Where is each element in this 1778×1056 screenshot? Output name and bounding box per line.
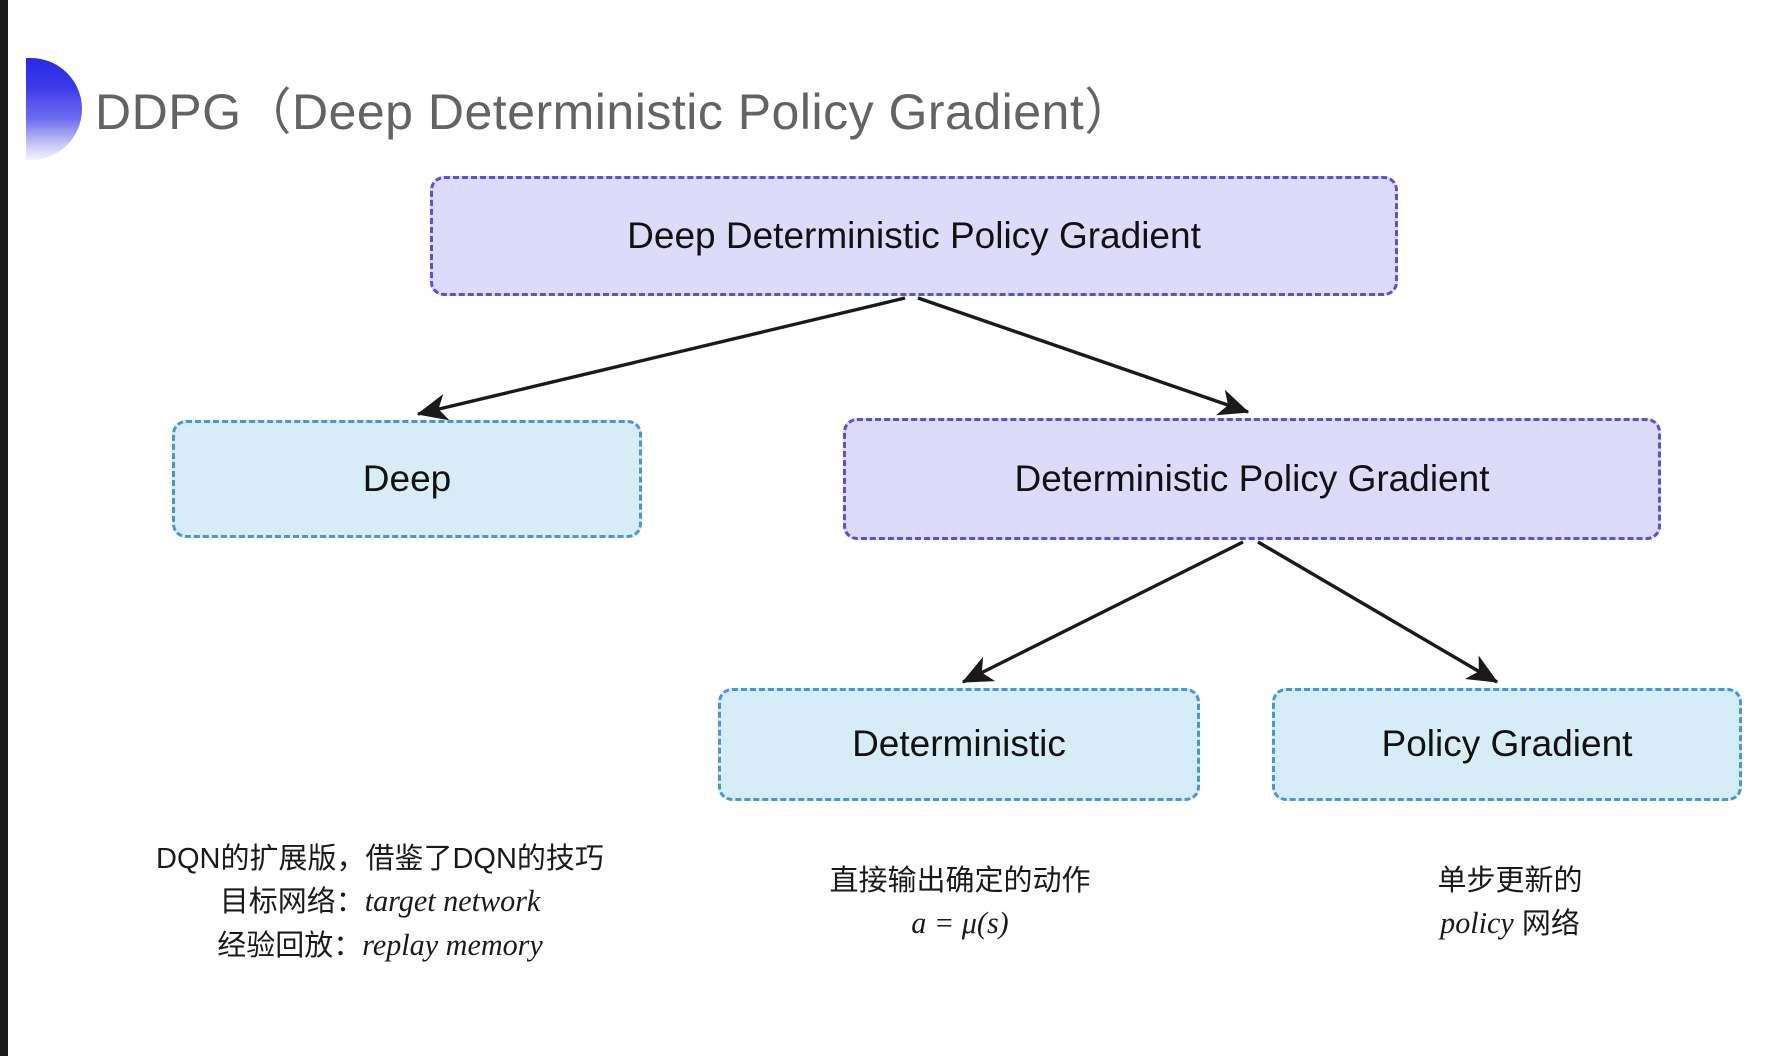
caption-deterministic-formula: a = μ(s) [911, 906, 1009, 941]
caption-deep: DQN的扩展版，借鉴了DQN的技巧 目标网络：target network 经验… [100, 838, 660, 967]
caption-deep-line2-label: 目标网络： [219, 886, 365, 919]
edge-root-to-deep [416, 296, 906, 421]
edge-dpg-to-deterministic [961, 540, 1244, 684]
caption-deep-line2-term: target network [364, 884, 541, 919]
caption-policy-gradient-suffix: 网络 [1513, 908, 1580, 941]
node-deterministic[interactable]: Deterministic [718, 688, 1200, 801]
caption-policy-gradient-line1: 单步更新的 [1437, 865, 1583, 897]
caption-policy-gradient-line2: policy 网络 [1310, 902, 1710, 946]
node-deterministic-policy-gradient[interactable]: Deterministic Policy Gradient [843, 418, 1661, 540]
caption-policy-gradient: 单步更新的 policy 网络 [1310, 860, 1710, 946]
caption-deep-line3-term: replay memory [362, 927, 543, 962]
edge-root-to-dpg [917, 296, 1250, 416]
node-deep[interactable]: Deep [172, 420, 642, 538]
slide-left-edge-band [0, 0, 8, 1056]
caption-policy-gradient-term: policy [1440, 906, 1514, 941]
edge-dpg-to-policy-gradient [1257, 540, 1499, 684]
node-policy-gradient[interactable]: Policy Gradient [1272, 688, 1742, 801]
caption-deep-line2: 目标网络：target network [100, 880, 660, 924]
caption-deterministic-line1: 直接输出确定的动作 [829, 865, 1091, 897]
caption-deep-line3-label: 经验回放： [217, 929, 363, 962]
caption-deep-line3: 经验回放：replay memory [100, 924, 660, 968]
caption-deterministic: 直接输出确定的动作 a = μ(s) [760, 860, 1160, 946]
node-deep-deterministic-policy-gradient[interactable]: Deep Deterministic Policy Gradient [430, 176, 1398, 296]
page-title: DDPG（Deep Deterministic Policy Gradient） [95, 84, 1135, 140]
title-accent-semicircle-icon [26, 58, 82, 160]
caption-deep-line1: DQN的扩展版，借鉴了DQN的技巧 [156, 843, 604, 875]
